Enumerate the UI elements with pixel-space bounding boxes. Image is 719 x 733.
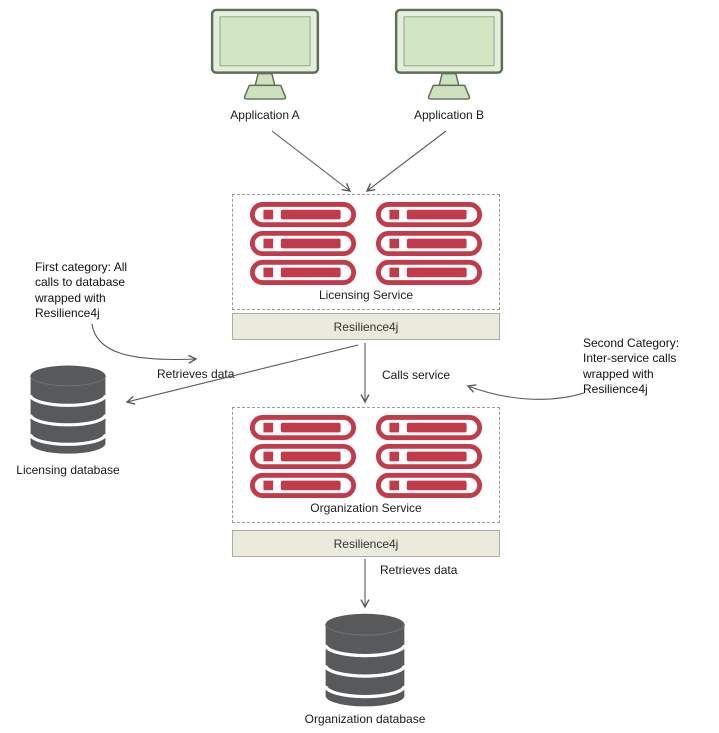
edge-app-b-to-licensing bbox=[365, 130, 447, 192]
edge-label-retrieves-data-bottom: Retrieves data bbox=[380, 563, 458, 577]
resilience4j-label: Resilience4j bbox=[333, 319, 399, 334]
database-cylinder-icon bbox=[324, 612, 406, 709]
annotation-second-category: Second Category: Inter-service calls wra… bbox=[583, 336, 680, 397]
edge-annotation-first-pointer bbox=[91, 323, 198, 364]
application-a-label: Application A bbox=[230, 108, 300, 122]
edge-label-retrieves-data-left: Retrieves data bbox=[157, 367, 235, 381]
edge-app-a-to-licensing bbox=[271, 130, 352, 192]
application-b-label: Application B bbox=[413, 108, 485, 122]
organization-service-label: Organization Service bbox=[310, 501, 422, 515]
organization-database-label: Organization database bbox=[304, 712, 426, 726]
edge-label-calls-service: Calls service bbox=[382, 368, 451, 382]
licensing-service-label: Licensing Service bbox=[318, 288, 414, 302]
organization-service-box: Organization Service bbox=[232, 407, 500, 523]
server-stack-icon bbox=[375, 201, 483, 286]
database-cylinder-icon bbox=[29, 364, 107, 456]
annotation-first-category: First category: All calls to database wr… bbox=[35, 260, 128, 321]
resilience4j-bar-organization: Resilience4j bbox=[232, 530, 500, 557]
licensing-service-box: Licensing Service bbox=[232, 194, 500, 310]
resilience4j-bar-licensing: Resilience4j bbox=[232, 313, 500, 340]
licensing-database-label: Licensing database bbox=[16, 463, 120, 477]
server-stack-icon bbox=[249, 414, 357, 499]
edge-annotation-second-pointer bbox=[466, 384, 585, 400]
server-stack-icon bbox=[375, 414, 483, 499]
monitor-icon bbox=[210, 8, 320, 101]
resilience4j-label: Resilience4j bbox=[333, 536, 399, 551]
monitor-icon bbox=[394, 8, 504, 101]
server-stack-icon bbox=[249, 201, 357, 286]
